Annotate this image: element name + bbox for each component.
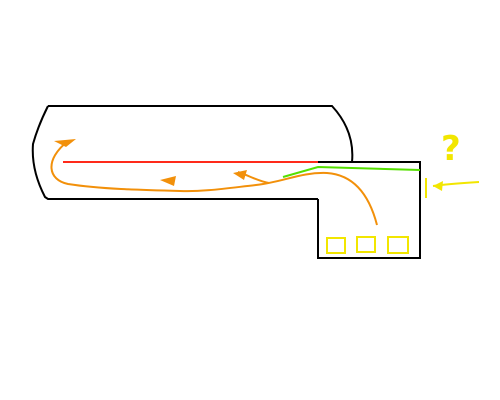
- yellow-box-3: [387, 236, 409, 254]
- arrow-icon: [160, 176, 176, 186]
- yellow-box-2: [356, 236, 376, 253]
- question-icon: ?: [441, 129, 461, 169]
- arrow-icon: [54, 139, 76, 147]
- side-chamber-outline: [317, 161, 421, 259]
- yellow-box-1: [326, 237, 346, 254]
- orange-path: [50, 140, 378, 226]
- arrow-icon: [433, 181, 443, 191]
- main-chamber-outline: [31, 105, 354, 200]
- arrow-icon: [233, 170, 247, 180]
- green-line: [282, 165, 421, 178]
